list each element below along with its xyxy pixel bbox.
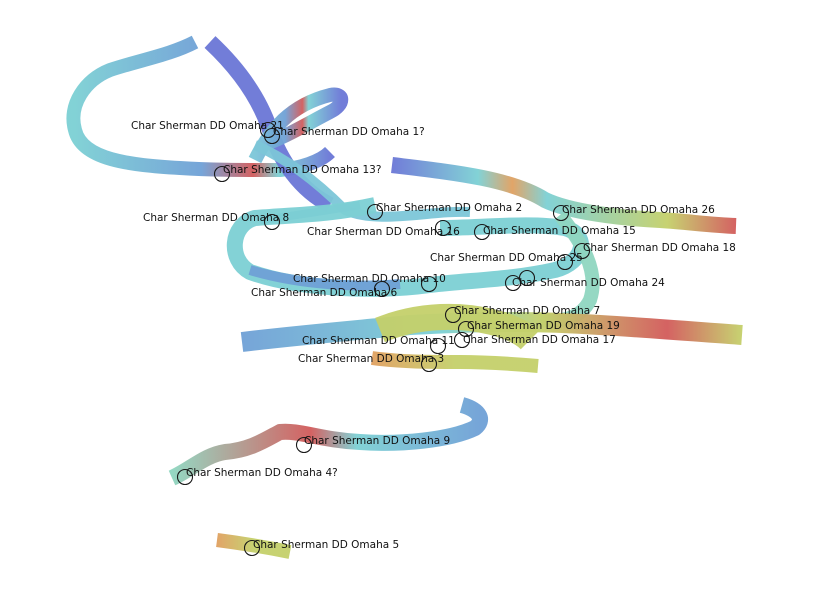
marker-m19[interactable]: Char Sherman DD Omaha 19 — [457, 320, 620, 338]
marker-circle-icon[interactable] — [176, 468, 194, 486]
marker-m6[interactable]: Char Sherman DD Omaha 6 — [251, 280, 398, 300]
marker-label: Char Sherman DD Omaha 18 — [583, 242, 736, 254]
marker-circle-icon[interactable] — [457, 320, 475, 338]
marker-label: Char Sherman DD Omaha 15 — [483, 225, 636, 237]
marker-m2[interactable]: Char Sherman DD Omaha 2 — [366, 202, 523, 221]
marker-circle-icon[interactable] — [552, 204, 570, 222]
marker-label: Char Sherman DD Omaha 26 — [562, 204, 715, 216]
marker-circle-icon[interactable] — [518, 269, 536, 287]
marker-label: Char Sherman DD Omaha 6 — [251, 287, 398, 299]
marker-m18[interactable]: Char Sherman DD Omaha 18 — [573, 242, 736, 260]
marker-m21[interactable]: Char Sherman DD Omaha 21 — [131, 120, 284, 139]
marker-label: Char Sherman DD Omaha 21 — [131, 120, 284, 132]
track-south — [168, 397, 488, 486]
marker-circle-icon[interactable] — [420, 355, 438, 373]
marker-circle-icon[interactable] — [434, 219, 452, 237]
marker-label: Char Sherman DD Omaha 10 — [293, 273, 446, 285]
marker-circle-icon[interactable] — [243, 539, 261, 557]
track-middle-loop-blue — [248, 265, 401, 291]
marker-m13q[interactable]: Char Sherman DD Omaha 13? — [213, 164, 382, 183]
marker-m25[interactable]: Char Sherman DD Omaha 25 — [430, 252, 583, 271]
marker-circle-icon[interactable] — [366, 203, 384, 221]
track-north-loop — [66, 35, 335, 177]
marker-circle-icon[interactable] — [556, 253, 574, 271]
track-east — [391, 157, 737, 234]
marker-m11[interactable]: Char Sherman DD Omaha 11 — [302, 335, 455, 355]
track-band-3 — [371, 351, 539, 373]
marker-m9[interactable]: Char Sherman DD Omaha 9 — [295, 435, 451, 454]
marker-m8[interactable]: Char Sherman DD Omaha 8 — [143, 212, 289, 231]
marker-label: Char Sherman DD Omaha 19 — [467, 320, 620, 332]
marker-m15[interactable]: Char Sherman DD Omaha 15 — [473, 223, 636, 241]
marker-circle-icon[interactable] — [573, 242, 591, 260]
survey-tracks — [66, 35, 743, 559]
marker-circle-icon[interactable] — [420, 275, 438, 293]
marker-m24[interactable]: Char Sherman DD Omaha 24 — [504, 269, 666, 292]
marker-label: Char Sherman DD Omaha 24 — [512, 277, 665, 289]
marker-label: Char Sherman DD Omaha 4? — [186, 467, 338, 479]
marker-label: Char Sherman DD Omaha 25 — [430, 252, 583, 264]
marker-circle-icon[interactable] — [453, 331, 471, 349]
marker-m4q[interactable]: Char Sherman DD Omaha 4? — [176, 467, 338, 486]
marker-label: Char Sherman DD Omaha 1? — [273, 126, 425, 138]
track-mid-band-inner — [375, 303, 540, 350]
marker-circle-icon[interactable] — [473, 223, 491, 241]
marker-circle-icon[interactable] — [295, 436, 313, 454]
marker-circle-icon[interactable] — [263, 213, 281, 231]
marker-m3[interactable]: Char Sherman DD Omaha 3 — [298, 353, 444, 373]
track-bar-5 — [216, 533, 292, 559]
marker-m5[interactable]: Char Sherman DD Omaha 5 — [243, 539, 400, 557]
marker-m7[interactable]: Char Sherman DD Omaha 7 — [444, 305, 601, 324]
marker-m16[interactable]: Char Sherman DD Omaha 16 — [307, 219, 460, 239]
marker-circle-icon[interactable] — [263, 127, 281, 145]
marker-circle-icon[interactable] — [373, 280, 391, 298]
marker-m17[interactable]: Char Sherman DD Omaha 17 — [453, 331, 616, 349]
track-arc-upper — [248, 87, 349, 164]
marker-m10[interactable]: Char Sherman DD Omaha 10 — [293, 273, 446, 293]
marker-label: Char Sherman DD Omaha 2 — [376, 202, 522, 214]
marker-circle-icon[interactable] — [504, 274, 522, 292]
marker-circle-icon[interactable] — [213, 165, 231, 183]
marker-m1q[interactable]: Char Sherman DD Omaha 1? — [263, 126, 425, 145]
marker-circle-icon[interactable] — [444, 306, 462, 324]
marker-label: Char Sherman DD Omaha 16 — [307, 226, 460, 238]
marker-label: Char Sherman DD Omaha 17 — [463, 334, 616, 346]
marker-label: Char Sherman DD Omaha 8 — [143, 212, 289, 224]
marker-label: Char Sherman DD Omaha 11 — [302, 335, 455, 347]
marker-circle-icon[interactable] — [429, 337, 447, 355]
marker-label: Char Sherman DD Omaha 7 — [454, 305, 600, 317]
marker-label: Char Sherman DD Omaha 5 — [253, 539, 399, 551]
marker-m26[interactable]: Char Sherman DD Omaha 26 — [552, 204, 716, 222]
marker-label: Char Sherman DD Omaha 13? — [223, 164, 381, 176]
marker-label: Char Sherman DD Omaha 3 — [298, 353, 444, 365]
marker-circle-icon[interactable] — [259, 121, 277, 139]
marker-label: Char Sherman DD Omaha 9 — [304, 435, 450, 447]
